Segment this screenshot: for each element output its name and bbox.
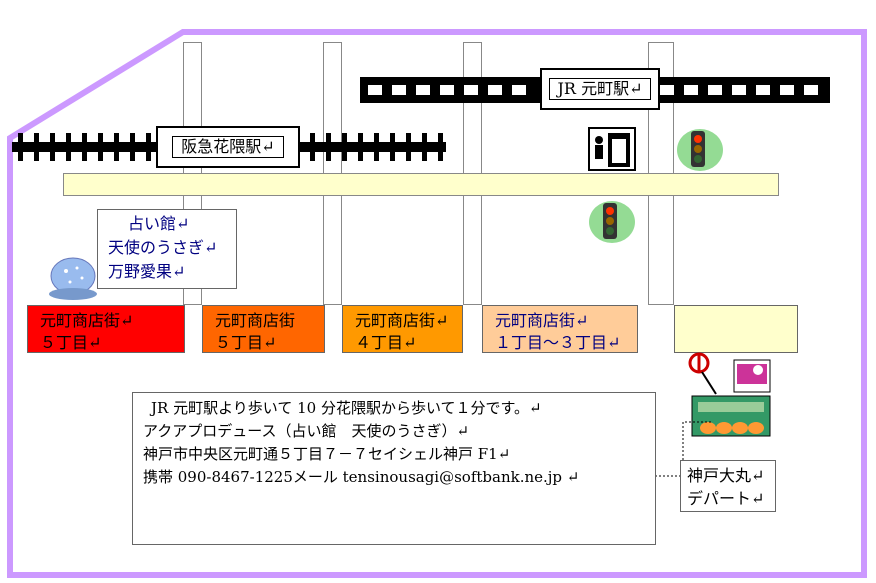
arcade-name: 元町商店街: [215, 311, 296, 330]
address: 神戸市中央区元町通５丁目７－７セイシェル神戸 F1↵: [143, 445, 511, 463]
arcade-1-3chome: 元町商店街↵ １丁目～３丁目↵: [482, 305, 638, 353]
arcade-block: ５丁目↵: [215, 333, 277, 352]
access-info-box: JR 元町駅より歩いて 10 分花隈駅から歩いて１分です。↵ アクアプロデュース…: [132, 392, 656, 545]
connector-line: [655, 421, 711, 477]
daimaru-label: 神戸大丸↵ デパート↵: [680, 460, 776, 512]
arcade-east: [674, 305, 798, 353]
crystal-ball-icon: [49, 257, 97, 300]
hankyu-station-label: 阪急花隈駅↵: [172, 136, 284, 158]
shop-card-line3: 万野愛果↵: [108, 262, 186, 281]
traffic-light-icon: [589, 201, 635, 243]
public-toilet-icon: [588, 127, 636, 171]
arcade-name: 元町商店街↵: [355, 311, 449, 330]
jr-station-label: JR 元町駅↵: [548, 78, 652, 100]
contact: 携帯 090-8467-1225メール tensinousagi@softban…: [143, 468, 580, 486]
traffic-light-icon: [677, 129, 723, 171]
arcade-block: ５丁目↵: [40, 333, 102, 352]
access-directions: JR 元町駅より歩いて 10 分花隈駅から歩いて１分です。↵: [151, 399, 542, 417]
company-name: アクアプロデュース（占い館 天使のうさぎ）↵: [143, 422, 470, 440]
arcade-block: １丁目～３丁目↵: [495, 333, 621, 352]
arcade-name: 元町商店街↵: [40, 311, 134, 330]
shop-card-line2: 天使のうさぎ↵: [108, 238, 218, 257]
daimaru-line2: デパート↵: [687, 489, 765, 508]
jr-motomachi-station: JR 元町駅↵: [540, 68, 660, 110]
shop-card: 占い館↵ 天使のうさぎ↵ 万野愛果↵: [97, 209, 237, 289]
arcade-4chome: 元町商店街↵ ４丁目↵: [342, 305, 463, 353]
hankyu-hanakuma-station: 阪急花隈駅↵: [156, 126, 300, 168]
daimaru-line1: 神戸大丸↵: [687, 466, 765, 485]
department-store-icon: [688, 352, 771, 437]
shop-card-line1: 占い館↵: [128, 214, 190, 233]
arcade-name: 元町商店街↵: [495, 311, 589, 330]
arcade-block: ４丁目↵: [355, 333, 417, 352]
main-road: [63, 173, 779, 196]
arcade-5chome: 元町商店街 ５丁目↵: [202, 305, 325, 353]
arcade-5chome-west: 元町商店街↵ ５丁目↵: [27, 305, 185, 353]
